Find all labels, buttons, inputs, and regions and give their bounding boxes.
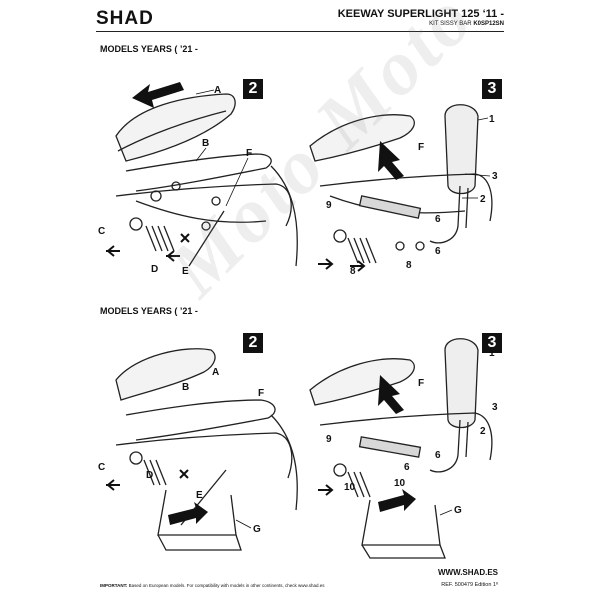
down-arrow-icon bbox=[378, 375, 404, 414]
install-arrow-icon bbox=[168, 502, 208, 525]
callout-1: 1 bbox=[489, 114, 495, 125]
remove-arrow-icon bbox=[106, 479, 120, 491]
callout-9: 9 bbox=[326, 200, 332, 211]
callout-6b-bottom: 6 bbox=[404, 462, 410, 473]
callout-d: D bbox=[151, 264, 158, 275]
diagram-top-right: 1 3 2 F 9 6 6 8 8 bbox=[309, 104, 498, 277]
callout-a-bottom: A bbox=[212, 367, 219, 378]
step-badge-top-left: 2 bbox=[243, 79, 263, 99]
kit-label: KIT SISSY BAR bbox=[429, 21, 472, 27]
callout-f-step3: F bbox=[418, 142, 424, 153]
step-badge-bottom-left: 2 bbox=[243, 333, 263, 353]
kit-code: K0SP12SN bbox=[473, 21, 504, 27]
important-note: IMPORTANT: Based on European models. For… bbox=[100, 583, 325, 588]
callout-f-bottom: F bbox=[258, 388, 264, 399]
remove-arrow-icon bbox=[166, 250, 180, 262]
callout-f-step3-bottom: F bbox=[418, 378, 424, 389]
callout-e: E bbox=[182, 266, 189, 277]
discard-cross-icon bbox=[180, 233, 190, 243]
callout-6a-bottom: 6 bbox=[435, 450, 441, 461]
remove-arrow-icon bbox=[106, 245, 120, 257]
section-heading-top: MODELS YEARS ( ’21 - bbox=[100, 44, 198, 54]
callout-8a: 8 bbox=[350, 266, 356, 277]
callout-8b: 8 bbox=[406, 260, 412, 271]
callout-1-bottom: 1 bbox=[489, 348, 495, 359]
callout-d-bottom: D bbox=[146, 470, 153, 481]
important-text: Based on European models. For compatibil… bbox=[127, 583, 325, 588]
callout-2: 2 bbox=[480, 194, 486, 205]
diagram-bottom-right: 1 3 2 F 9 6 6 10 10 G bbox=[309, 338, 498, 559]
callout-a: A bbox=[214, 85, 221, 96]
callout-b-bottom: B bbox=[182, 382, 189, 393]
insert-arrow-icon bbox=[318, 484, 334, 496]
insert-arrow-icon bbox=[318, 258, 334, 270]
section-heading-bottom: MODELS YEARS ( ’21 - bbox=[100, 306, 198, 316]
step-badge-bottom-right: 3 bbox=[482, 333, 502, 353]
header-divider bbox=[96, 31, 504, 32]
document-subtitle: KIT SISSY BAR K0SP12SN bbox=[429, 21, 504, 27]
step-badge-top-right: 3 bbox=[482, 79, 502, 99]
callout-10b: 10 bbox=[394, 478, 406, 489]
callout-b: B bbox=[202, 138, 209, 149]
callout-10a: 10 bbox=[344, 482, 356, 493]
insert-arrow-icon bbox=[350, 260, 366, 272]
discard-cross-icon bbox=[179, 469, 189, 479]
callout-e-bottom: E bbox=[196, 490, 203, 501]
callout-3-bottom: 3 bbox=[492, 402, 498, 413]
callout-g: G bbox=[253, 524, 261, 535]
callout-6a: 6 bbox=[435, 214, 441, 225]
diagram-bottom-left: A B F C D E G bbox=[98, 348, 298, 551]
callout-c-bottom: C bbox=[98, 462, 105, 473]
callout-3: 3 bbox=[492, 171, 498, 182]
callout-2-bottom: 2 bbox=[480, 426, 486, 437]
callout-f: F bbox=[246, 148, 252, 159]
callout-c: C bbox=[98, 226, 105, 237]
callout-6b: 6 bbox=[435, 246, 441, 257]
install-arrow-icon bbox=[378, 489, 416, 512]
reference-code: REF. 500479 Edition 1º bbox=[441, 582, 498, 588]
brand-logo: SHAD bbox=[96, 8, 154, 29]
callout-g-bottom: G bbox=[454, 505, 462, 516]
callout-9-bottom: 9 bbox=[326, 434, 332, 445]
down-arrow-icon bbox=[378, 141, 404, 180]
document-title: KEEWAY SUPERLIGHT 125 ‘11 - bbox=[337, 8, 504, 20]
important-label: IMPORTANT: bbox=[100, 583, 128, 588]
diagram-top-left: A B F C D E bbox=[98, 82, 298, 277]
website-link[interactable]: WWW.SHAD.ES bbox=[438, 568, 498, 577]
lift-arrow-icon bbox=[132, 82, 184, 108]
